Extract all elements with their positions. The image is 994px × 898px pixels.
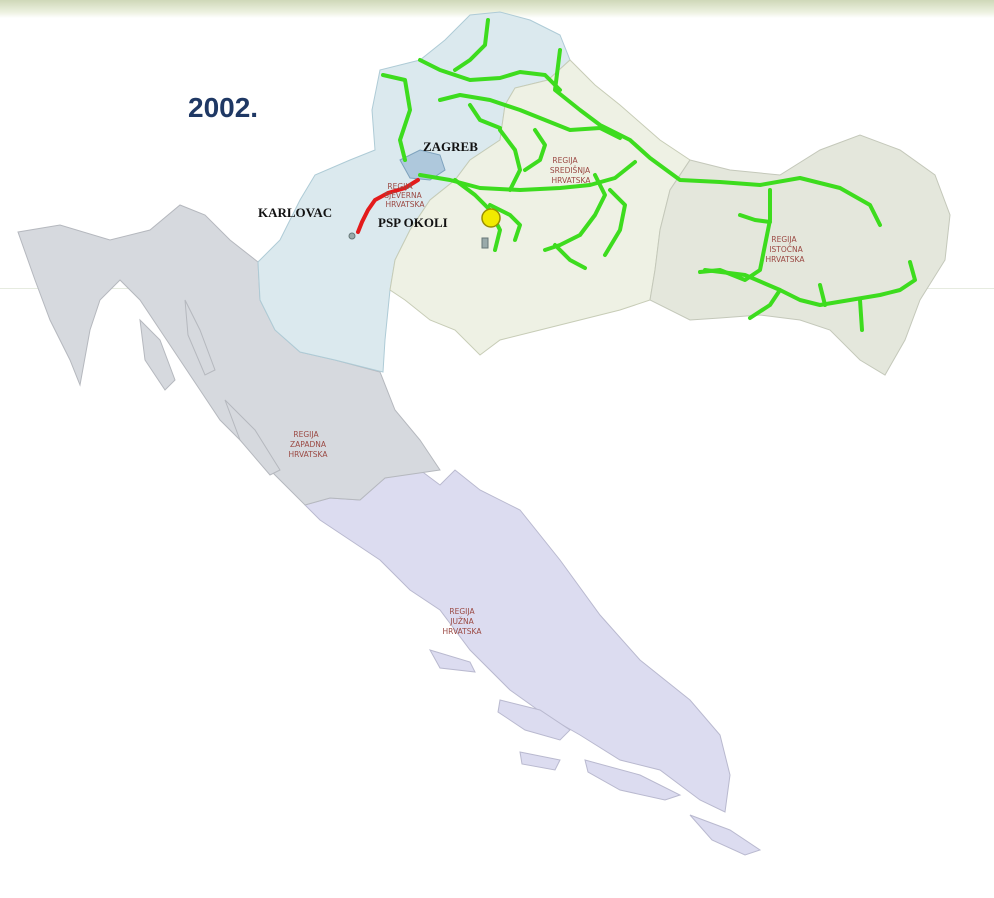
pipeline-network-green (381, 18, 917, 332)
island-shape (428, 649, 476, 673)
zagreb-area (399, 149, 446, 181)
region-zapadna-area (17, 204, 441, 506)
region-label-juzna: REGIJA JUŽNA HRVATSKA (443, 607, 483, 636)
region-istocna-area (649, 134, 951, 376)
svg-text:SJEVERNA: SJEVERNA (384, 191, 422, 200)
svg-text:REGIJA: REGIJA (293, 430, 319, 439)
pipeline-red (356, 178, 420, 234)
svg-text:HRVATSKA: HRVATSKA (386, 200, 426, 209)
region-label-sredisnja: REGIJA SREDIŠNJA HRVATSKA (550, 156, 591, 185)
svg-text:SREDIŠNJA: SREDIŠNJA (550, 166, 591, 175)
storage-site-marker (481, 237, 489, 249)
svg-text:REGIJA: REGIJA (387, 182, 413, 191)
svg-text:ZAPADNA: ZAPADNA (290, 440, 327, 449)
island-shape (584, 759, 682, 801)
svg-text:ISTOČNA: ISTOČNA (769, 245, 803, 254)
region-label-istocna: REGIJA ISTOČNA HRVATSKA (766, 235, 806, 264)
city-label-karlovac: KARLOVAC (258, 205, 332, 220)
region-label-sjeverna: REGIJA SJEVERNA HRVATSKA (384, 182, 425, 209)
island-shape (224, 399, 281, 476)
city-label-zagreb: ZAGREB (423, 139, 478, 154)
island-shape (689, 814, 762, 856)
region-juzna-area (304, 469, 731, 813)
header-band (0, 0, 994, 18)
city-label-psp-okoli: PSP OKOLI (378, 215, 448, 230)
svg-text:HRVATSKA: HRVATSKA (443, 627, 483, 636)
island-shape (497, 699, 571, 741)
svg-text:HRVATSKA: HRVATSKA (552, 176, 592, 185)
island-shape (139, 318, 176, 391)
svg-text:HRVATSKA: HRVATSKA (766, 255, 806, 264)
island-shape (184, 299, 216, 376)
island-shape (519, 751, 561, 771)
svg-text:REGIJA: REGIJA (449, 607, 475, 616)
svg-text:REGIJA: REGIJA (771, 235, 797, 244)
psp-okoli-marker (481, 208, 501, 228)
svg-text:HRVATSKA: HRVATSKA (289, 450, 329, 459)
karlovac-marker (348, 232, 356, 240)
year-label: 2002. (188, 92, 259, 123)
svg-text:REGIJA: REGIJA (552, 156, 578, 165)
region-label-zapadna: REGIJA ZAPADNA HRVATSKA (289, 430, 329, 459)
svg-text:JUŽNA: JUŽNA (449, 617, 474, 626)
